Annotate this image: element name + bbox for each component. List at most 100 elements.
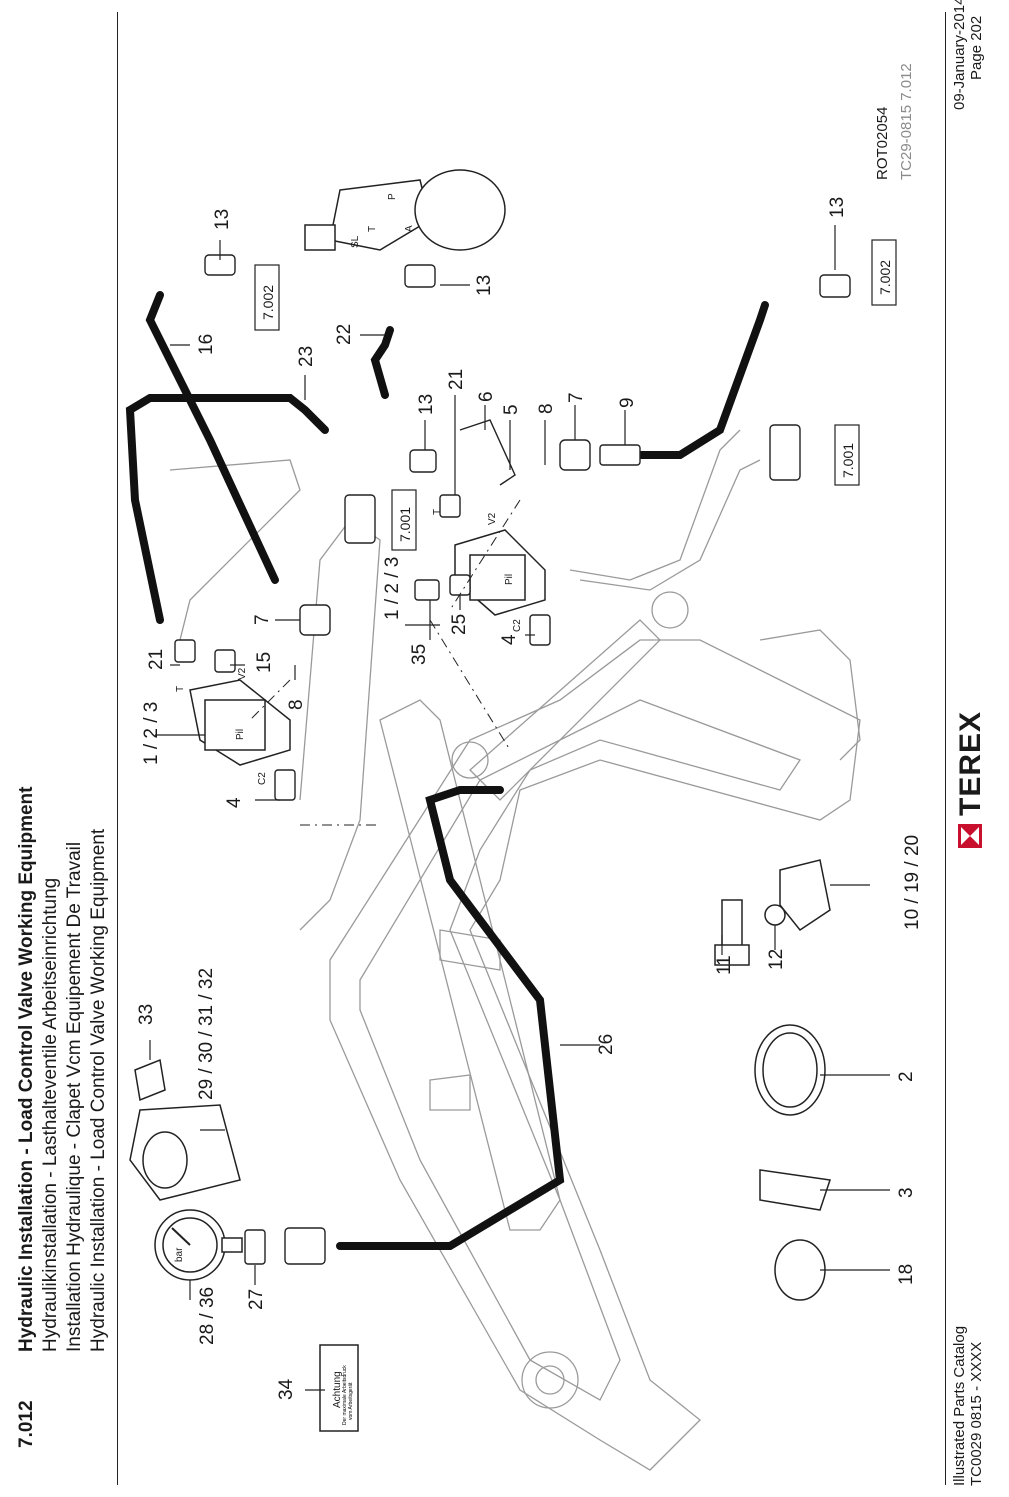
valve-blocks — [189, 169, 546, 766]
port-label-a: A — [404, 225, 415, 232]
callout-13-b: 13 — [474, 275, 495, 296]
fitting-9 — [599, 444, 641, 466]
callout-12: 12 — [766, 949, 787, 970]
port-label-v2-left: V2 — [237, 667, 248, 680]
rubber-pad — [134, 1058, 166, 1102]
terex-logo-symbol-icon — [961, 827, 979, 845]
port-label-p: P — [387, 193, 398, 200]
callout-26: 26 — [596, 1034, 617, 1055]
fitting-35 — [414, 579, 440, 601]
boom-structure — [169, 429, 861, 1471]
cross-ref-label-7002-left: 7.002 — [260, 285, 276, 320]
fittings — [174, 254, 851, 1265]
boom-arm-inner — [359, 699, 801, 1401]
cross-ref-box-7001-left — [391, 489, 417, 551]
hose-16 — [145, 291, 279, 584]
port-label-c2-right: C2 — [512, 619, 523, 632]
callout-13-d: 13 — [827, 197, 848, 218]
cross-ref-box-7001-right — [834, 424, 860, 486]
sticker-line-2: Der maximale Arbeitsdruck — [342, 1365, 348, 1425]
callout-10-19-20: 10 / 19 / 20 — [902, 835, 923, 930]
callout-23: 23 — [296, 346, 317, 367]
callout-2: 2 — [896, 1071, 917, 1082]
cross-ref-box-7002-right — [871, 239, 897, 306]
p-clamp-10 — [779, 859, 831, 932]
callout-21-a: 21 — [446, 369, 467, 390]
callout-7-a: 7 — [566, 392, 587, 403]
port-label-pil-left: Pil — [235, 729, 246, 740]
left-rule — [117, 12, 118, 1485]
port-label-t-right: T — [432, 509, 443, 515]
callout-29-30-31-32: 29 / 30 / 31 / 32 — [196, 968, 217, 1100]
callout-7-b: 7 — [252, 614, 273, 625]
callout-5: 5 — [501, 404, 522, 415]
assembly-dash-lines — [249, 499, 521, 826]
port-label-v2-right: V2 — [487, 512, 498, 525]
callout-33: 33 — [136, 1004, 157, 1025]
fitting-gauge-adapter — [284, 1227, 326, 1265]
bolt-11-head — [714, 944, 750, 966]
hose-23 — [125, 394, 329, 624]
sticker-line-3: vom Arbeitsgerät — [348, 1382, 354, 1420]
valve-block-right-front — [469, 554, 526, 601]
callout-4-b: 4 — [224, 797, 245, 808]
callout-4-a: 4 — [499, 634, 520, 645]
callout-18: 18 — [896, 1264, 917, 1285]
callout-8-b: 8 — [286, 699, 307, 710]
callout-21-b: 21 — [146, 649, 167, 670]
arm-bracket — [759, 629, 861, 761]
valve-block-left-front — [204, 699, 266, 751]
hydraulic-pipe-grey-1 — [299, 519, 381, 931]
callout-3: 3 — [896, 1187, 917, 1198]
fitting-7-b — [299, 604, 331, 636]
hydraulic-pipe-grey-3 — [569, 429, 741, 581]
part-callouts: 13 13 13 16 22 23 21 6 5 13 8 7 9 13 1 /… — [136, 197, 923, 1400]
callout-11: 11 — [714, 955, 735, 975]
hydraulic-pipe-grey-2 — [169, 459, 301, 641]
gauge-bracket-hole — [142, 1131, 188, 1189]
cross-ref-fittings-7001-a — [344, 494, 376, 544]
port-labels: P A T SL T V2 Pil C2 T V2 Pil C2 bar Ach… — [174, 193, 523, 1425]
terex-logo-text: TEREX — [954, 711, 987, 816]
hydraulic-pipe-grey-4 — [579, 459, 761, 591]
pressure-gauge-needle — [171, 1227, 191, 1246]
fitting-4-b — [274, 769, 296, 801]
callout-16: 16 — [196, 334, 217, 355]
callout-13-a: 13 — [212, 209, 233, 230]
cross-ref-boxes: 7.002 7.002 7.001 7.001 — [254, 239, 897, 551]
terex-logo: TEREX — [950, 680, 990, 850]
clamp-plate-2 — [439, 929, 501, 971]
accumulator — [414, 169, 506, 251]
sticker-line-1: Achtung — [332, 1371, 343, 1408]
callout-9: 9 — [617, 397, 638, 408]
fitting-21-b — [174, 639, 196, 663]
pressure-gauge-stem — [221, 1237, 243, 1253]
cross-ref-box-7002-left — [254, 264, 280, 331]
fitting-13-d — [819, 274, 851, 298]
hose-clamp-2-inner — [762, 1032, 818, 1108]
bent-pipe-6 — [459, 419, 516, 486]
port-label-t-left: T — [175, 686, 186, 692]
hoses — [125, 291, 769, 1250]
callout-15: 15 — [254, 652, 275, 673]
loose-parts — [129, 859, 831, 1432]
cross-ref-label-7001-left: 7.001 — [397, 507, 413, 542]
bolt-11 — [721, 899, 743, 951]
port-label-c2-left: C2 — [257, 772, 268, 785]
hose-26 — [336, 786, 565, 1250]
callout-1-2-3-right: 1 / 2 / 3 — [382, 557, 403, 620]
clamp-plate-1 — [429, 1074, 471, 1111]
fitting-27 — [244, 1229, 266, 1265]
port-label-pil-right: Pil — [504, 574, 515, 585]
fitting-13-b — [404, 264, 436, 288]
fitting-21-a — [439, 494, 461, 518]
cross-ref-fittings-7001-b — [769, 424, 801, 481]
callout-28-36: 28 / 36 — [197, 1287, 218, 1345]
cross-ref-label-7002-right: 7.002 — [877, 260, 893, 295]
callout-22: 22 — [334, 324, 355, 345]
callout-35: 35 — [409, 644, 430, 665]
callout-34: 34 — [276, 1378, 297, 1400]
cable-tie-18 — [774, 1239, 826, 1301]
boom-pivot-right — [651, 591, 689, 629]
